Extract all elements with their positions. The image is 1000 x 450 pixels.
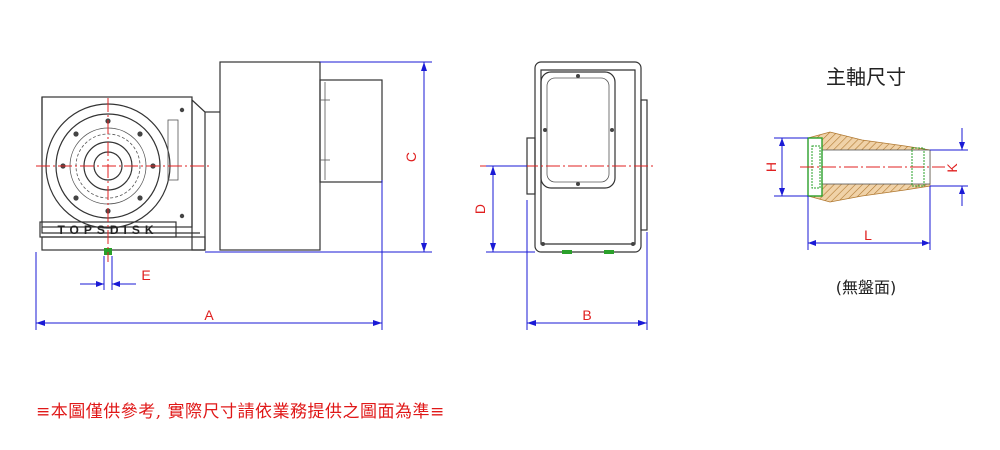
dimension-D: D: [472, 165, 535, 253]
faceplate-bolt-holes: [60, 107, 185, 219]
dimension-label-C: C: [403, 152, 419, 162]
dimension-label-D: D: [472, 204, 488, 214]
front-view: TOPSDISK: [36, 61, 383, 262]
spindle-detail: [800, 131, 945, 203]
dimension-label-H: H: [763, 162, 779, 172]
spindle-title: 主軸尺寸: [826, 65, 906, 89]
no-faceplate-caption: (無盤面): [836, 278, 897, 297]
dimension-C: C: [205, 61, 432, 253]
dimension-A: A: [35, 180, 383, 330]
dimension-label-E: E: [141, 267, 150, 283]
dimension-L: L: [807, 186, 931, 250]
side-view: [480, 61, 655, 254]
dimension-label-K: K: [944, 163, 960, 173]
dimension-H: H: [763, 137, 808, 197]
dimension-label-A: A: [204, 307, 214, 323]
dimension-K: K: [930, 128, 968, 206]
dimension-label-B: B: [582, 307, 591, 323]
dimension-B: B: [526, 200, 648, 330]
brand-label: TOPSDISK: [57, 223, 158, 237]
disclaimer-note: ≡本圖僅供參考, 實際尺寸請依業務提供之圖面為準≡: [36, 402, 445, 422]
dimension-E: E: [80, 256, 151, 290]
dimension-label-L: L: [864, 227, 872, 243]
